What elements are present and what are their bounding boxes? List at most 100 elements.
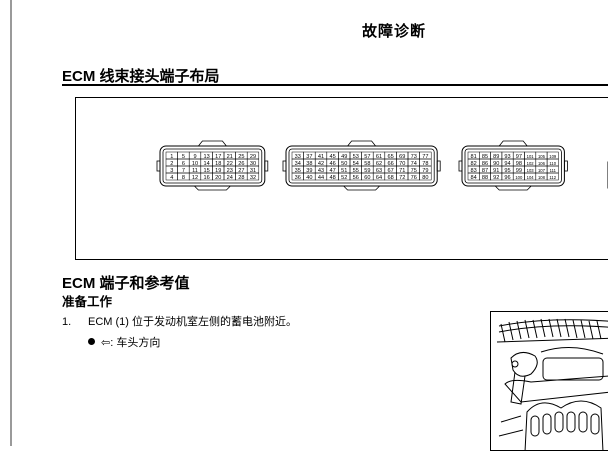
terminal-number: 97 [516,154,522,160]
terminal-number: 99 [516,168,522,174]
terminal-number: 67 [387,168,393,174]
terminal-number: 20 [215,175,221,181]
terminal-number: 94 [504,161,510,167]
terminal-number: 49 [341,154,347,160]
terminal-number: 64 [376,175,382,181]
terminal-number: 106 [538,161,546,166]
terminal-number: 39 [306,168,312,174]
terminal-number: 22 [227,161,233,167]
terminal-number: 15 [203,168,209,174]
terminal-number: 27 [238,168,244,174]
terminal-number: 74 [411,161,417,167]
terminal-number: 72 [399,175,405,181]
terminal-number: 55 [353,168,359,174]
step-number: 1. [62,316,72,328]
engine-bay-illustration [490,311,608,451]
terminal-number: 59 [364,168,370,174]
terminal-cell [246,172,260,181]
terminal-number: 4 [170,175,173,181]
terminal-number: 7 [182,168,185,174]
page-margin-rule [10,0,12,446]
terminal-number: 24 [227,175,233,181]
terminal-number: 17 [215,154,221,160]
bullet-dot-icon [88,338,95,345]
connector-bottom-key [194,185,231,191]
terminal-number: 26 [238,161,244,167]
terminal-number: 14 [203,161,209,167]
terminal-number: 33 [295,154,301,160]
terminal-number: 112 [549,175,556,180]
terminal-number: 110 [549,161,556,166]
connector-lock-tab [498,140,528,147]
terminal-number: 12 [192,175,198,181]
terminal-number: 37 [306,154,312,160]
terminal-number: 31 [250,168,256,174]
terminal-number: 79 [422,168,428,174]
terminal-number: 101 [527,154,535,159]
step-1: 1. ECM (1) 位于发动机室左侧的蓄电池附近。 [62,313,297,329]
terminal-number: 107 [538,168,546,173]
terminal-number: 16 [203,175,209,181]
terminal-number: 6 [182,161,185,167]
terminal-number: 76 [411,175,417,181]
terminal-number: 80 [422,175,428,181]
page-header-title: 故障诊断 [362,23,427,40]
terminal-cell [419,172,432,181]
terminal-number: 88 [482,175,488,181]
terminal-number: 23 [227,168,233,174]
terminal-number: 8 [182,175,185,181]
terminal-number: 71 [399,168,405,174]
connector-lock-tab [347,140,376,147]
terminal-number: 98 [516,161,522,167]
terminal-number: 40 [306,175,312,181]
terminal-number: 2 [170,161,173,167]
terminal-number: 104 [527,175,535,180]
terminal-number: 82 [471,161,477,167]
terminal-number: 42 [318,161,324,167]
terminal-number: 29 [250,154,256,160]
terminal-number: 62 [376,161,382,167]
step-text: ECM (1) 位于发动机室左侧的蓄电池附近。 [88,316,297,328]
terminal-number: 108 [538,175,546,180]
terminal-number: 89 [493,154,499,160]
terminal-number: 5 [182,154,185,160]
terminal-number: 18 [215,161,221,167]
section-divider [62,84,608,86]
terminal-number: 73 [411,154,417,160]
terminal-number: 51 [341,168,347,174]
section-title-terminal-values: ECM 端子和参考值 [62,275,190,292]
bullet-item: ⇦: 车头方向 [88,334,160,350]
terminal-number: 65 [387,154,393,160]
terminal-number: 103 [527,168,535,173]
terminal-number: 34 [295,161,301,167]
connector-side-ear [282,160,287,172]
terminal-number: 69 [399,154,405,160]
terminal-number: 83 [471,168,477,174]
terminal-number: 86 [482,161,488,167]
terminal-number: 63 [376,168,382,174]
connector-bottom-key [494,185,532,191]
terminal-number: 58 [364,161,370,167]
terminal-number: 100 [515,175,523,180]
connector-inner-frame [162,148,263,184]
terminal-number: 1 [170,154,173,160]
terminal-number: 111 [550,168,557,173]
terminal-number: 54 [353,161,359,167]
connector-side-ear [563,160,568,172]
terminal-number: 43 [318,168,324,174]
connector-inner-frame [288,148,435,184]
terminal-number: 19 [215,168,221,174]
connector-side-ear [458,160,463,172]
terminal-number: 60 [364,175,370,181]
terminal-number: 46 [329,161,335,167]
terminal-number: 102 [527,161,535,166]
terminal-number: 61 [376,154,382,160]
terminal-number: 93 [504,154,510,160]
terminal-number: 50 [341,161,347,167]
terminal-number: 68 [387,175,393,181]
terminal-number: 32 [250,175,256,181]
terminal-number: 75 [411,168,417,174]
terminal-number: 36 [295,175,301,181]
